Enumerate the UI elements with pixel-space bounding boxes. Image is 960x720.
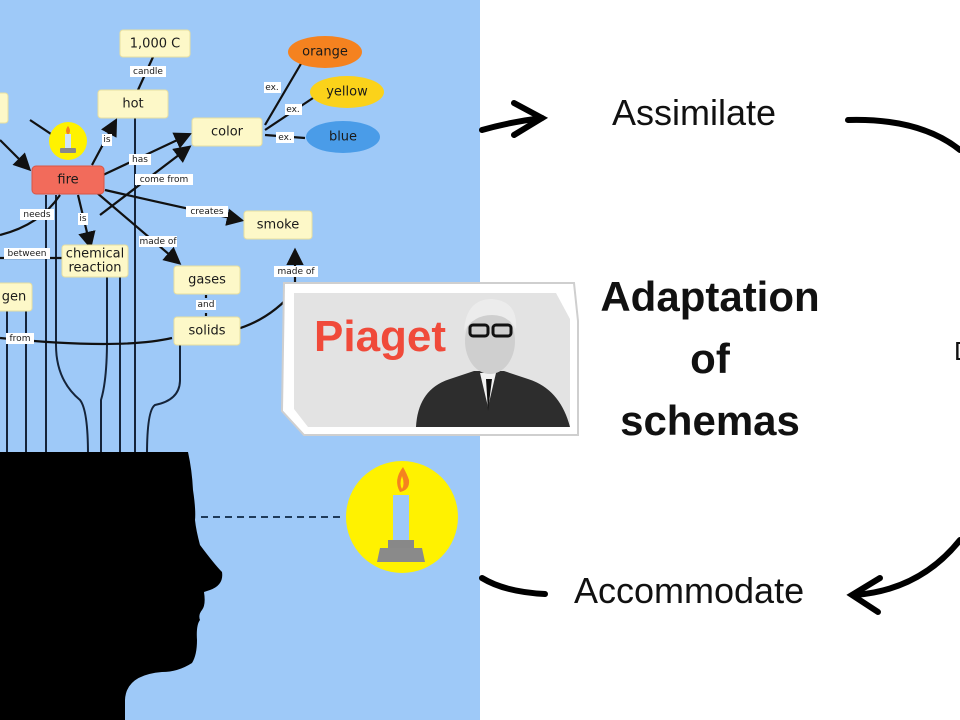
svg-text:needs: needs	[23, 210, 50, 220]
link-is-reaction: is	[78, 213, 88, 225]
node-blue: blue	[306, 121, 380, 153]
link-from: from	[6, 333, 34, 344]
node-orange: orange	[288, 36, 362, 68]
link-between: between	[4, 248, 50, 259]
link-made-of: made of	[139, 236, 177, 247]
svg-text:ex.: ex.	[265, 83, 279, 93]
svg-text:made of: made of	[139, 237, 177, 247]
assimilate-label: Assimilate	[612, 92, 777, 133]
piaget-card	[280, 282, 579, 436]
head-silhouette-icon	[0, 452, 223, 720]
node-hot: hot	[97, 89, 169, 119]
svg-text:reaction: reaction	[68, 261, 121, 276]
svg-text:smoke: smoke	[257, 218, 299, 233]
candle-icon	[49, 122, 87, 160]
partial-right-label: D	[954, 336, 960, 367]
svg-text:orange: orange	[302, 45, 348, 60]
link-made-of-smoke: made of	[274, 266, 318, 277]
svg-text:candle: candle	[133, 67, 163, 77]
link-ex-blue: ex.	[276, 132, 294, 143]
svg-text:is: is	[103, 135, 111, 145]
svg-text:fire: fire	[57, 173, 78, 188]
svg-text:ex.: ex.	[278, 133, 292, 143]
wire-lines	[6, 115, 181, 456]
link-has: has	[129, 154, 151, 165]
portrait-photo	[416, 299, 570, 427]
concept-map-svg: 1,000 C hot color orange yellow blue	[0, 29, 458, 720]
svg-text:gases: gases	[188, 273, 226, 288]
center-title-line2: of	[690, 335, 730, 382]
svg-text:chemical: chemical	[66, 247, 124, 262]
center-title-line1: Adaptation	[600, 273, 820, 320]
svg-text:ex.: ex.	[286, 105, 300, 115]
accommodate-label: Accommodate	[574, 570, 805, 611]
node-color: color	[191, 117, 263, 147]
node-fire: fire	[31, 165, 105, 195]
svg-text:hot: hot	[122, 97, 143, 112]
svg-text:gen: gen	[2, 290, 27, 305]
node-temp: 1,000 C	[119, 29, 191, 58]
svg-text:1,000 C: 1,000 C	[130, 37, 180, 52]
link-and: and	[196, 300, 216, 310]
svg-text:blue: blue	[329, 130, 357, 145]
link-come-from: come from	[135, 174, 193, 185]
node-oxygen-partial: gen	[0, 282, 33, 312]
link-is-hot: is	[102, 134, 112, 146]
svg-text:creates: creates	[190, 207, 224, 217]
svg-text:yellow: yellow	[326, 85, 368, 100]
link-needs: needs	[20, 209, 54, 220]
svg-text:is: is	[79, 214, 87, 224]
svg-text:solids: solids	[189, 324, 226, 339]
svg-text:between: between	[8, 249, 47, 259]
svg-text:color: color	[211, 125, 244, 140]
node-solids: solids	[173, 316, 241, 346]
svg-text:has: has	[132, 155, 148, 165]
svg-text:from: from	[10, 334, 31, 344]
link-ex-orange: ex.	[264, 82, 281, 93]
node-gases: gases	[173, 265, 241, 295]
svg-text:and: and	[198, 300, 215, 310]
piaget-name: Piaget	[314, 312, 447, 361]
link-creates: creates	[186, 206, 228, 217]
link-labels: candle is has come from ex. ex. ex. crea…	[4, 66, 318, 344]
node-chemical-reaction: chemical reaction	[61, 244, 129, 278]
svg-text:come from: come from	[140, 175, 189, 185]
link-candle: candle	[130, 66, 166, 77]
link-ex-yellow: ex.	[285, 104, 302, 115]
candle-bubble-icon	[346, 461, 458, 573]
center-title-line3: schemas	[620, 397, 800, 444]
center-title: Adaptation of schemas	[560, 266, 860, 452]
node-left-partial	[0, 92, 9, 124]
svg-text:made of: made of	[277, 267, 315, 277]
node-yellow: yellow	[310, 76, 384, 108]
node-smoke: smoke	[243, 210, 313, 240]
